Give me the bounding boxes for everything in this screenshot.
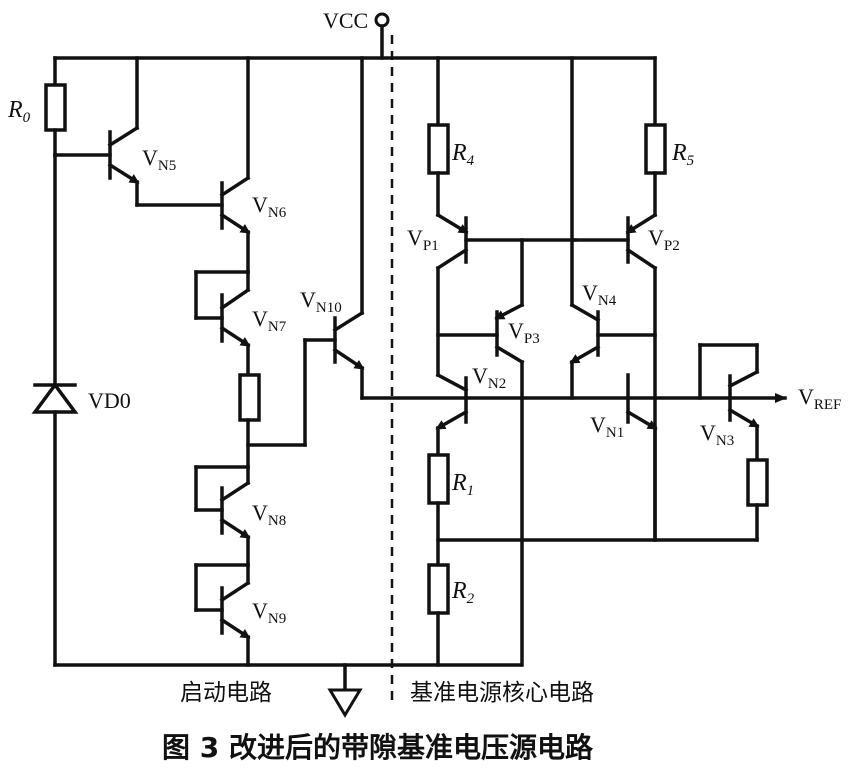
diode-vd0 <box>31 153 79 667</box>
transistor-vn8 <box>194 465 251 567</box>
resistor-vn3-emitter <box>746 458 769 542</box>
resistor-r5 <box>644 56 667 217</box>
vcc-label: VCC <box>323 8 368 33</box>
transistor-vp2 <box>573 212 658 542</box>
transistor-vn3 <box>698 343 760 462</box>
vn2-label: VN2 <box>472 363 506 392</box>
vp3-label: VP3 <box>508 318 540 347</box>
transistor-vn7 <box>194 270 251 377</box>
vp1-label: VP1 <box>407 225 439 254</box>
vn10-label: VN10 <box>300 287 342 316</box>
resistor-r4 <box>427 56 450 217</box>
transistor-vn2 <box>435 372 469 457</box>
r2-label: R2 <box>451 578 475 607</box>
transistor-vp3 <box>436 238 525 667</box>
r5-label: R5 <box>671 140 695 169</box>
vn4-label: VN4 <box>582 280 617 309</box>
r1-label: R1 <box>451 470 474 499</box>
transistor-vn5 <box>53 56 224 207</box>
core-section-label: 基准电源核心电路 <box>410 680 594 706</box>
vn3-label: VN3 <box>700 420 734 449</box>
vn8-label: VN8 <box>252 500 286 529</box>
resistor-r2 <box>427 563 450 667</box>
vcc-terminal <box>374 12 390 60</box>
vp2-label: VP2 <box>648 225 680 254</box>
transistor-vn10 <box>246 56 365 447</box>
vn1-label: VN1 <box>590 412 624 441</box>
vd0-label: VD0 <box>88 388 131 413</box>
resistor-r0 <box>44 56 67 157</box>
transistor-vn9 <box>194 563 251 667</box>
transistor-vn6 <box>219 56 251 274</box>
ground-rail <box>53 663 522 718</box>
r0-label: R0 <box>7 97 31 126</box>
r4-label: R4 <box>451 140 475 169</box>
vn7-label: VN7 <box>252 306 287 335</box>
vref-label: VREF <box>798 384 841 413</box>
vn6-label: VN6 <box>252 192 287 221</box>
resistor-r1 <box>427 453 450 567</box>
transistor-vn4 <box>569 56 657 400</box>
startup-section-label: 启动电路 <box>180 680 272 706</box>
vn9-label: VN9 <box>252 598 286 627</box>
vn5-label: VN5 <box>142 145 176 174</box>
resistor-startup <box>238 373 261 469</box>
figure-caption: 图 3 改进后的带隙基准电压源电路 <box>162 731 594 764</box>
